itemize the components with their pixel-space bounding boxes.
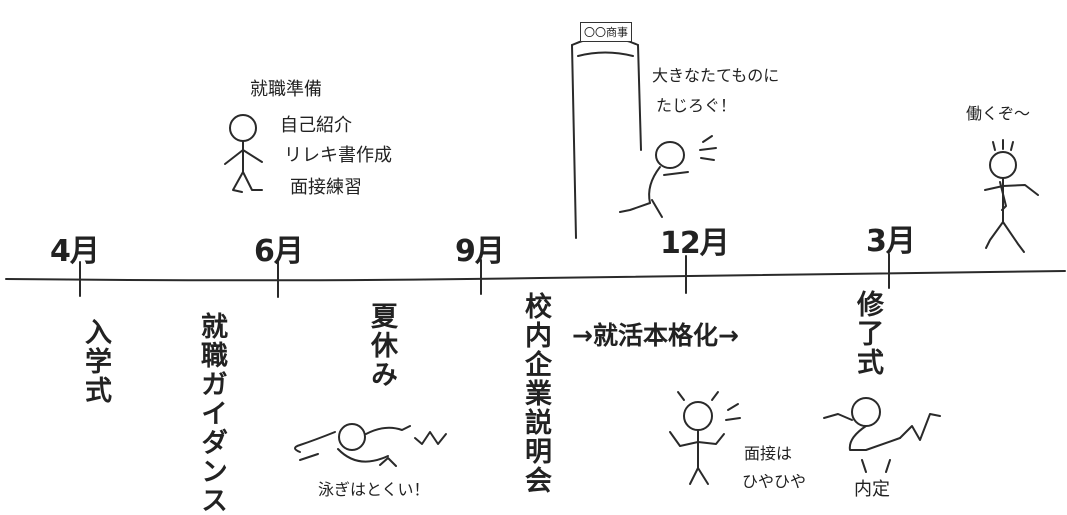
prep-item: リレキ書作成 xyxy=(284,145,392,166)
month-label-jun: 6月 xyxy=(254,234,304,269)
work-note: 働くぞ〜 xyxy=(966,104,1031,123)
jumping-figure xyxy=(823,397,941,473)
month-label-apr: 4月 xyxy=(50,234,100,269)
building-drawing xyxy=(571,36,642,239)
event-setsumeikai: 校内企業説明会 xyxy=(520,292,551,495)
swimmer-drawing xyxy=(294,423,447,467)
prep-item: 自己紹介 xyxy=(280,115,352,136)
prep-title: 就職準備 xyxy=(250,79,322,100)
prep-item: 面接練習 xyxy=(290,177,362,198)
prep-figure xyxy=(224,114,263,193)
event-shuryoshiki: 修了式 xyxy=(852,290,883,377)
worker-figure xyxy=(984,139,1039,253)
shocked-figure xyxy=(619,135,717,218)
month-label-sep: 9月 xyxy=(455,234,505,269)
company-sign: 〇〇商事 xyxy=(580,22,632,42)
event-guidance: 就職ガイダンス xyxy=(196,312,227,515)
event-nyugakushiki: 入学式 xyxy=(80,318,111,405)
swim-note: 泳ぎはとくい！ xyxy=(318,480,430,499)
nervous-figure xyxy=(669,391,741,485)
naitei-note: 内定 xyxy=(854,479,890,500)
month-label-dec: 12月 xyxy=(660,226,730,261)
company-note-line1: 大きなたてものに xyxy=(652,66,780,85)
interview-note-line2: ひやひや xyxy=(742,472,807,491)
company-note-line2: たじろぐ！ xyxy=(656,96,737,115)
month-label-mar: 3月 xyxy=(866,224,916,259)
event-natsuyasumi: 夏休み xyxy=(366,302,397,389)
interview-note-line1: 面接は xyxy=(744,444,793,463)
event-honkakuka: →就活本格化→ xyxy=(572,321,739,350)
timeline-axis xyxy=(5,270,1066,282)
